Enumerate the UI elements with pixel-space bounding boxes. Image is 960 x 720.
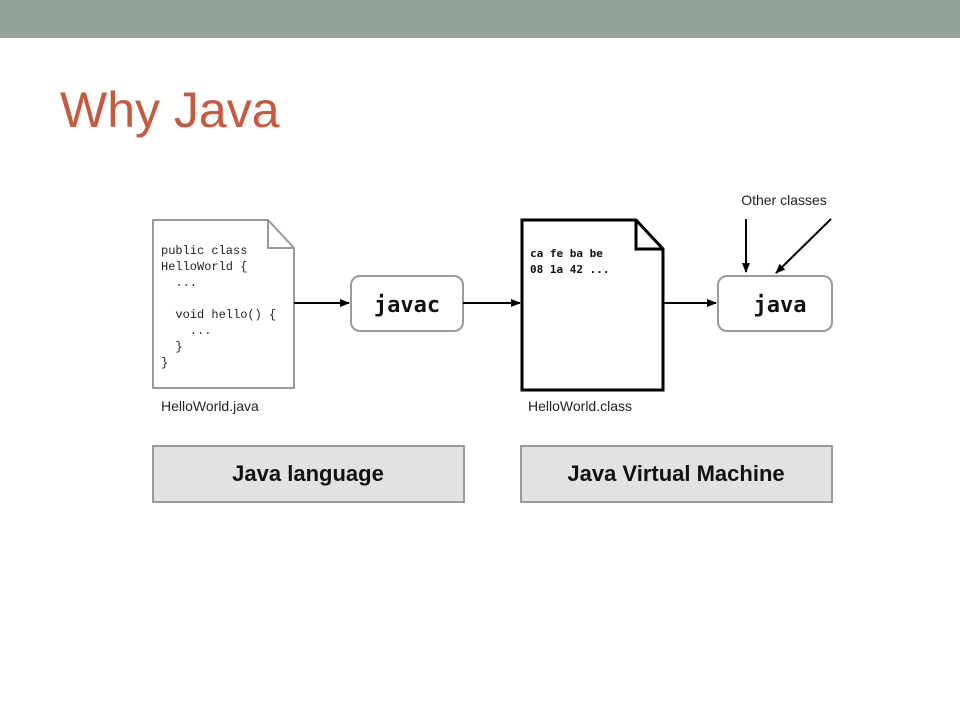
source-filename: HelloWorld.java <box>161 398 259 414</box>
source-document: public class HelloWorld { ... void hello… <box>152 219 295 389</box>
other-classes-label: Other classes <box>741 192 827 208</box>
arrow-other-classes-diagonal <box>775 218 832 274</box>
java-label: java <box>754 293 807 318</box>
java-language-label: Java language <box>232 461 384 486</box>
bytecode-line: ca fe ba be <box>530 247 603 260</box>
source-code-line: ... <box>161 276 197 290</box>
source-code-line: HelloWorld { <box>161 260 247 274</box>
class-filename: HelloWorld.class <box>528 398 632 414</box>
slide-title: Why Java <box>60 82 280 138</box>
source-code-line: } <box>161 356 168 370</box>
javac-label: javac <box>374 293 440 318</box>
top-accent-bar <box>0 0 960 38</box>
jvm-bar <box>520 445 833 503</box>
source-code-line: } <box>161 340 183 354</box>
java-box <box>717 275 833 332</box>
source-code-line: ... <box>161 324 211 338</box>
java-language-bar <box>152 445 465 503</box>
source-code-line: void hello() { <box>161 308 276 322</box>
jvm-label: Java Virtual Machine <box>567 461 784 486</box>
bytecode-line: 08 1a 42 ... <box>530 263 609 276</box>
class-document: ca fe ba be 08 1a 42 ... <box>520 218 665 392</box>
source-code-line: public class <box>161 244 247 258</box>
